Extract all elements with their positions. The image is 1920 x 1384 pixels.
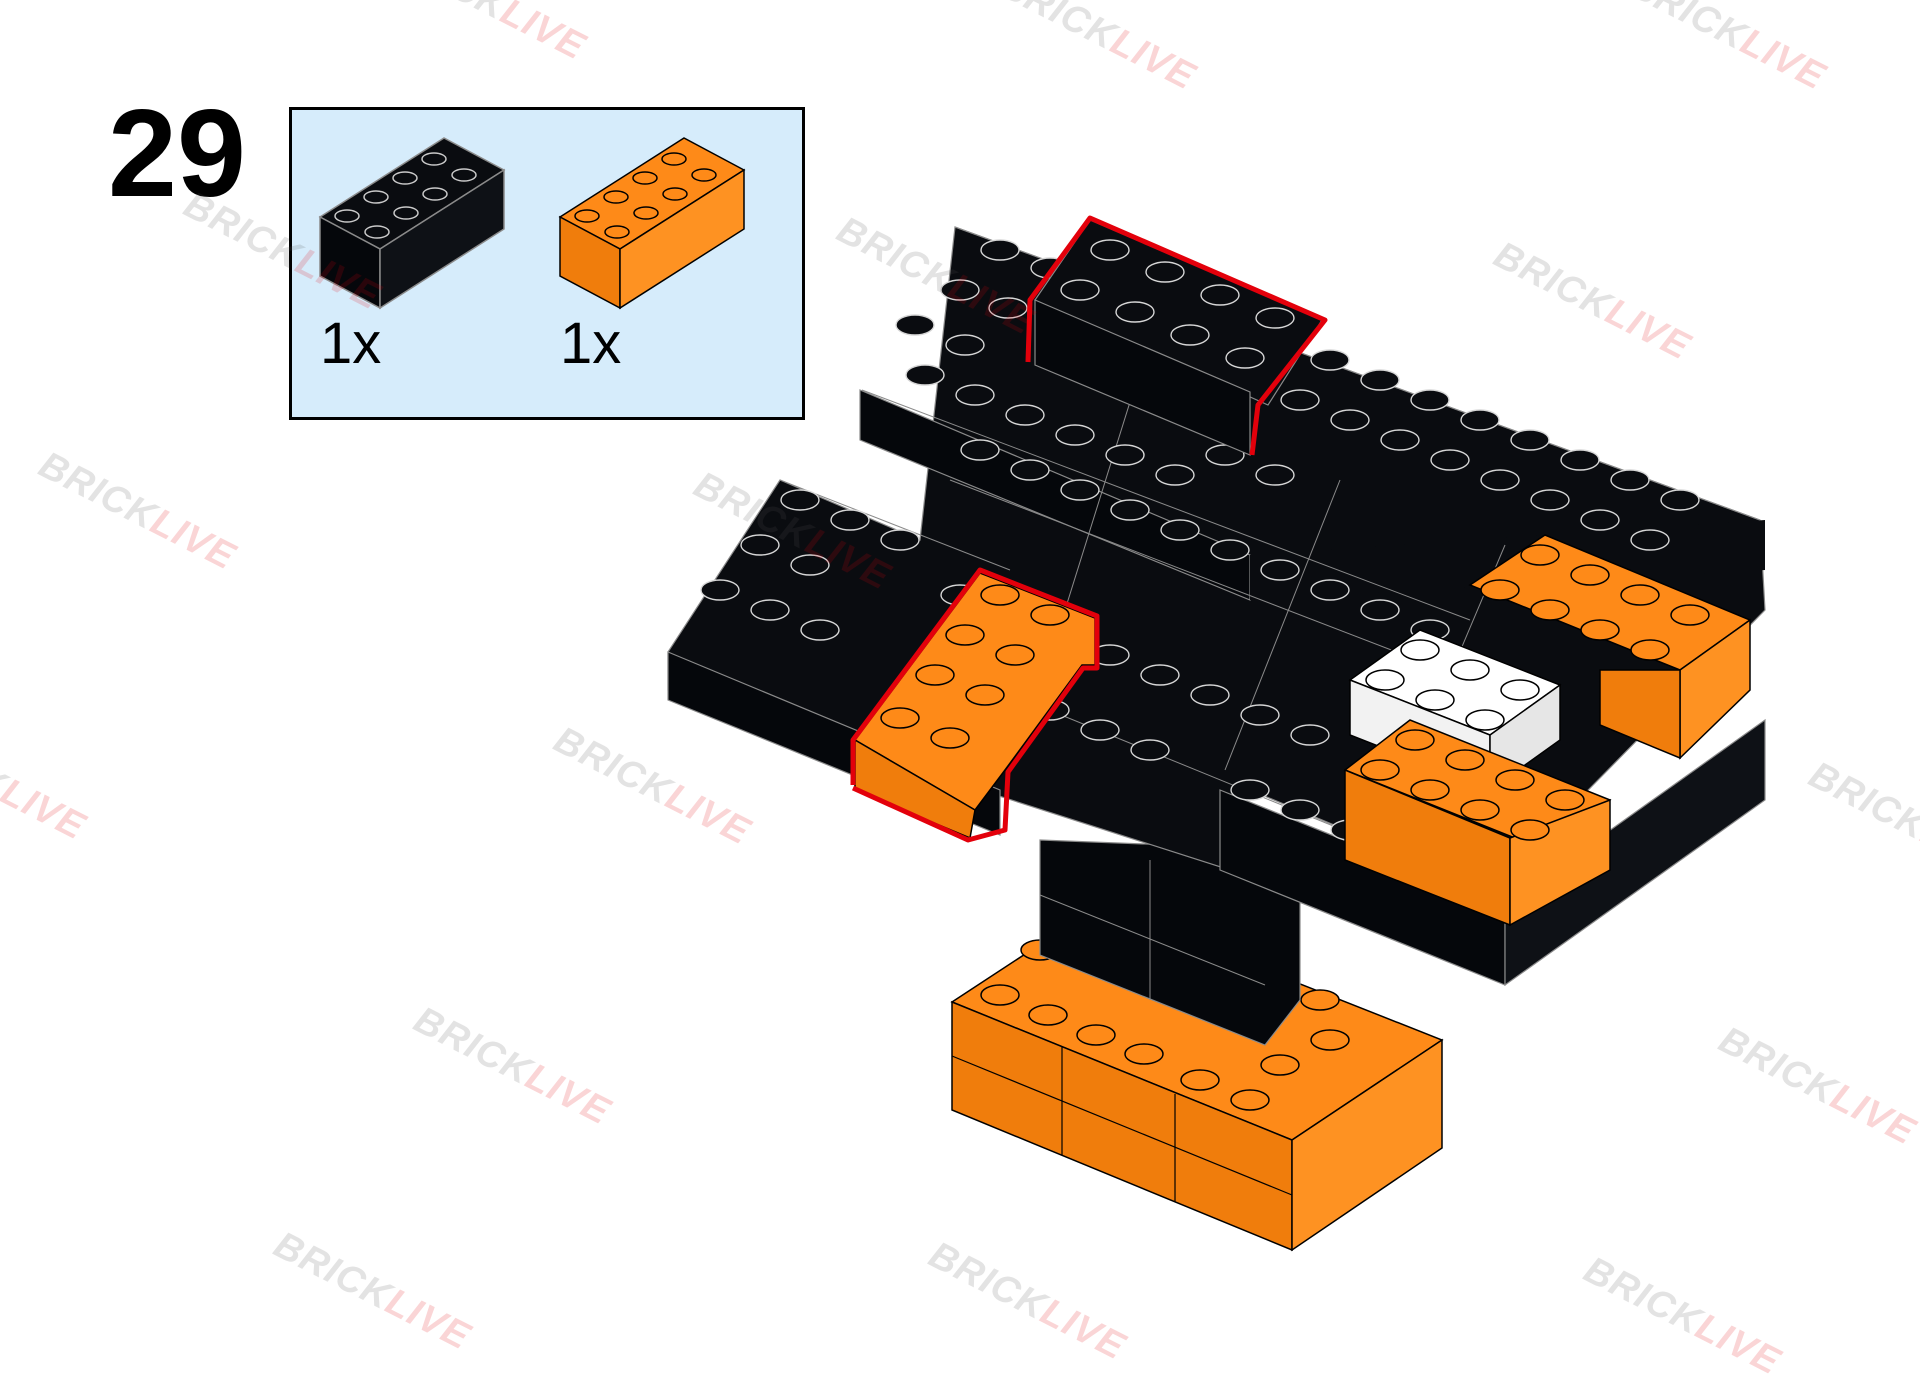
new-orange-brick-highlight <box>850 567 1100 843</box>
parts-list-panel: 1x 1x <box>289 107 805 420</box>
part-brick-orange-2x4 <box>558 137 746 310</box>
part-quantity-orange: 1x <box>560 311 622 376</box>
right-orange-bricks <box>1343 534 1752 927</box>
step-number: 29 <box>108 85 246 223</box>
new-black-brick-highlight <box>1025 215 1328 456</box>
part-brick-black-2x4 <box>318 137 506 310</box>
part-quantity-black: 1x <box>320 311 382 376</box>
